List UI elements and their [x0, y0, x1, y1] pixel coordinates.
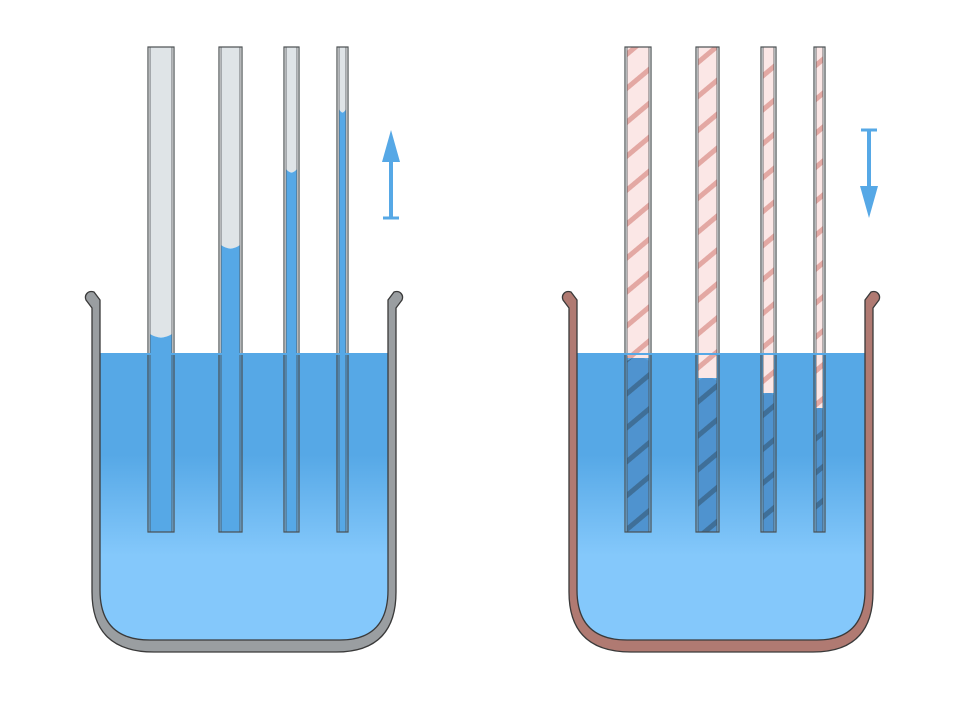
- tube-wide: [147, 46, 175, 533]
- liquid-column: [698, 377, 717, 532]
- liquid-column: [286, 169, 297, 532]
- tube-outline: [760, 46, 777, 533]
- tube-empty-section: [339, 47, 346, 112]
- beaker-wall: [84, 290, 404, 653]
- tube-depressed-gap: [816, 354, 823, 408]
- tube-narrow: [283, 46, 300, 533]
- panel-capillary-depression: [561, 46, 881, 653]
- tube-medium: [218, 46, 243, 533]
- arrow-down-icon: [860, 128, 878, 218]
- tube-outline: [218, 46, 243, 533]
- tube-empty-section: [221, 47, 240, 248]
- tube-outline: [624, 46, 652, 533]
- beaker-wall: [561, 290, 881, 653]
- arrow-up-icon: [382, 130, 400, 220]
- tube-very-narrow: [336, 46, 349, 533]
- tube-outline: [336, 46, 349, 533]
- liquid-column: [627, 357, 649, 532]
- liquid-column: [150, 334, 172, 532]
- arrow-head: [382, 130, 400, 162]
- liquid-column: [221, 245, 240, 532]
- liquid-column: [816, 407, 823, 532]
- liquid-column: [763, 392, 774, 532]
- tube-empty-section: [763, 47, 774, 393]
- tube-empty-section: [150, 47, 172, 337]
- tube-narrow: [760, 46, 777, 533]
- tube-wide: [624, 46, 652, 533]
- tube-empty-section: [698, 47, 717, 378]
- arrow-head: [860, 186, 878, 218]
- tube-very-narrow: [813, 46, 826, 533]
- tube-depressed-gap: [698, 354, 717, 378]
- liquid-column: [339, 109, 346, 532]
- tube-empty-section: [627, 47, 649, 358]
- panel-capillary-rise: [84, 46, 404, 653]
- tube-outline: [283, 46, 300, 533]
- tube-empty-section: [286, 47, 297, 172]
- tube-medium: [695, 46, 720, 533]
- tube-depressed-gap: [763, 354, 774, 393]
- tube-outline: [147, 46, 175, 533]
- tube-outline: [813, 46, 826, 533]
- tube-outline: [695, 46, 720, 533]
- tube-depressed-gap: [627, 354, 649, 358]
- tube-empty-section: [816, 47, 823, 408]
